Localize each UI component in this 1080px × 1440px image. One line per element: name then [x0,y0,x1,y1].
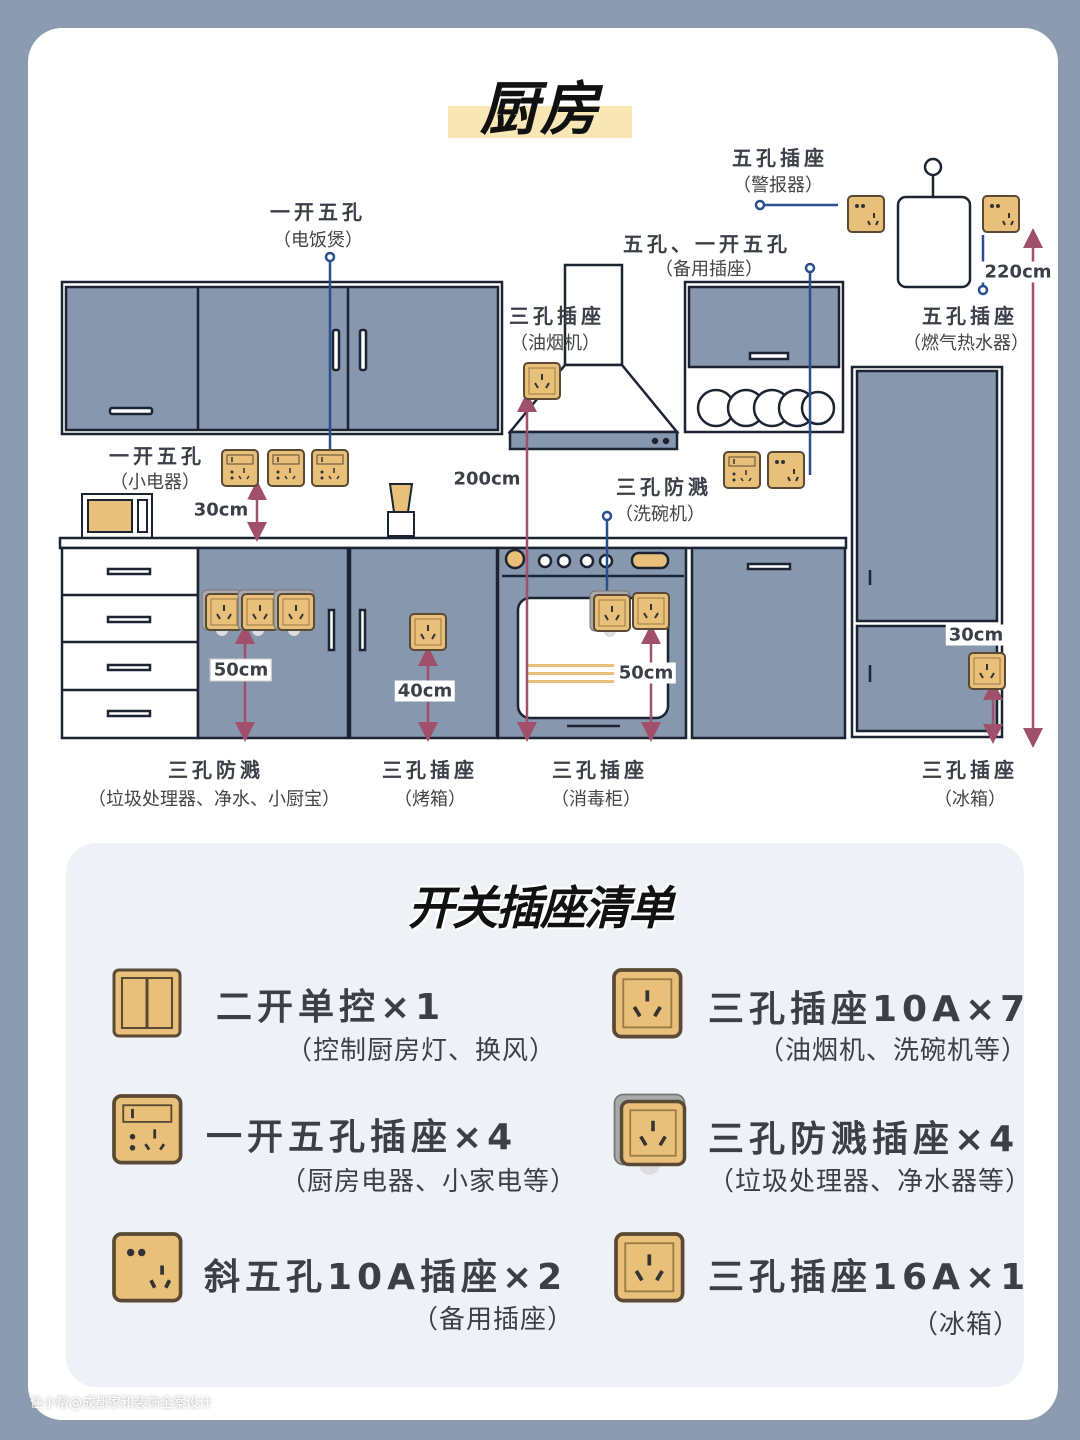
label-disposal: 三孔防溅 [168,758,264,782]
label-rice-cooker: 一开五孔 [270,200,366,224]
label-dishwasher: 三孔防溅 [616,475,712,499]
upper-cabinet-left [60,280,504,436]
microwave [81,493,153,539]
checklist-item-sub: （冰箱） [912,1310,1021,1340]
label-fridge: 三孔插座 [922,758,1018,782]
base-cabinets [58,536,848,740]
upper-cabinet-right [683,280,845,434]
checklist-item-sub: （控制厨房灯、换风） [286,1036,557,1066]
label-hood: 三孔插座 [509,304,605,328]
checklist-item-sub: （厨房电器、小家电等） [280,1167,578,1197]
label-dishwasher-sub: （洗碗机） [615,504,705,525]
label-spare: 五孔、一开五孔 [623,232,791,256]
label-small-appliance-sub: （小电器） [110,472,200,493]
label-small-appliance: 一开五孔 [109,444,205,468]
three-hole-socket-icon [614,1232,685,1303]
label-alarm-sub: （警报器） [733,175,823,196]
three-hole-socket-icon [612,968,683,1039]
splash-proof-socket-icon [615,1095,685,1176]
label-heater: 五孔插座 [922,304,1018,328]
checklist-item-name: 斜五孔10A插座×2 [204,1257,568,1298]
dim-30-counter: 30cm [190,499,252,521]
label-sterilizer-sub: （消毒柜） [551,789,641,810]
double-switch-icon [112,968,182,1038]
checklist-panel [66,843,1024,1387]
checklist-item-name: 三孔防溅插座×4 [708,1119,1020,1160]
checklist-item-name: 三孔插座16A×1 [708,1257,1031,1298]
label-fridge-sub: （冰箱） [934,789,1006,810]
watermark: 住小帮@成都家和装饰全案设计 [30,1396,213,1411]
label-oven: 三孔插座 [382,758,478,782]
checklist-title: 开关插座清单 [408,881,674,935]
blender [387,483,415,537]
dim-200: 200cm [450,468,524,490]
label-sterilizer: 三孔插座 [552,758,648,782]
checklist-item-sub: （备用插座） [412,1305,575,1335]
label-oven-sub: （烤箱） [394,789,466,810]
page-title: 厨房 [448,62,632,143]
dim-220: 220cm [981,261,1055,283]
dim-50-sink: 50cm [209,658,273,682]
label-alarm: 五孔插座 [732,146,828,170]
label-disposal-sub: （垃圾处理器、净水、小厨宝） [88,789,340,810]
label-rice-cooker-sub: （电饭煲） [273,230,363,251]
water-heater [896,157,972,289]
slanted-five-hole-socket-icon [112,1232,183,1303]
dim-40-oven: 40cm [394,680,456,702]
checklist-item-name: 二开单控×1 [216,987,446,1028]
label-spare-sub: （备用插座） [655,259,763,280]
checklist-item-sub: （油烟机、洗碗机等） [758,1036,1029,1066]
checklist-item-name: 三孔插座10A×7 [708,989,1031,1030]
label-heater-sub: （燃气热水器） [903,333,1029,354]
dim-50-sterilizer: 50cm [615,662,677,684]
checklist-item-sub: （垃圾处理器、净水器等） [708,1167,1033,1197]
switch-five-hole-socket-icon [112,1094,183,1165]
dim-30-fridge: 30cm [945,624,1007,646]
label-hood-sub: （油烟机） [510,333,600,354]
checklist-item-name: 一开五孔插座×4 [206,1117,518,1158]
